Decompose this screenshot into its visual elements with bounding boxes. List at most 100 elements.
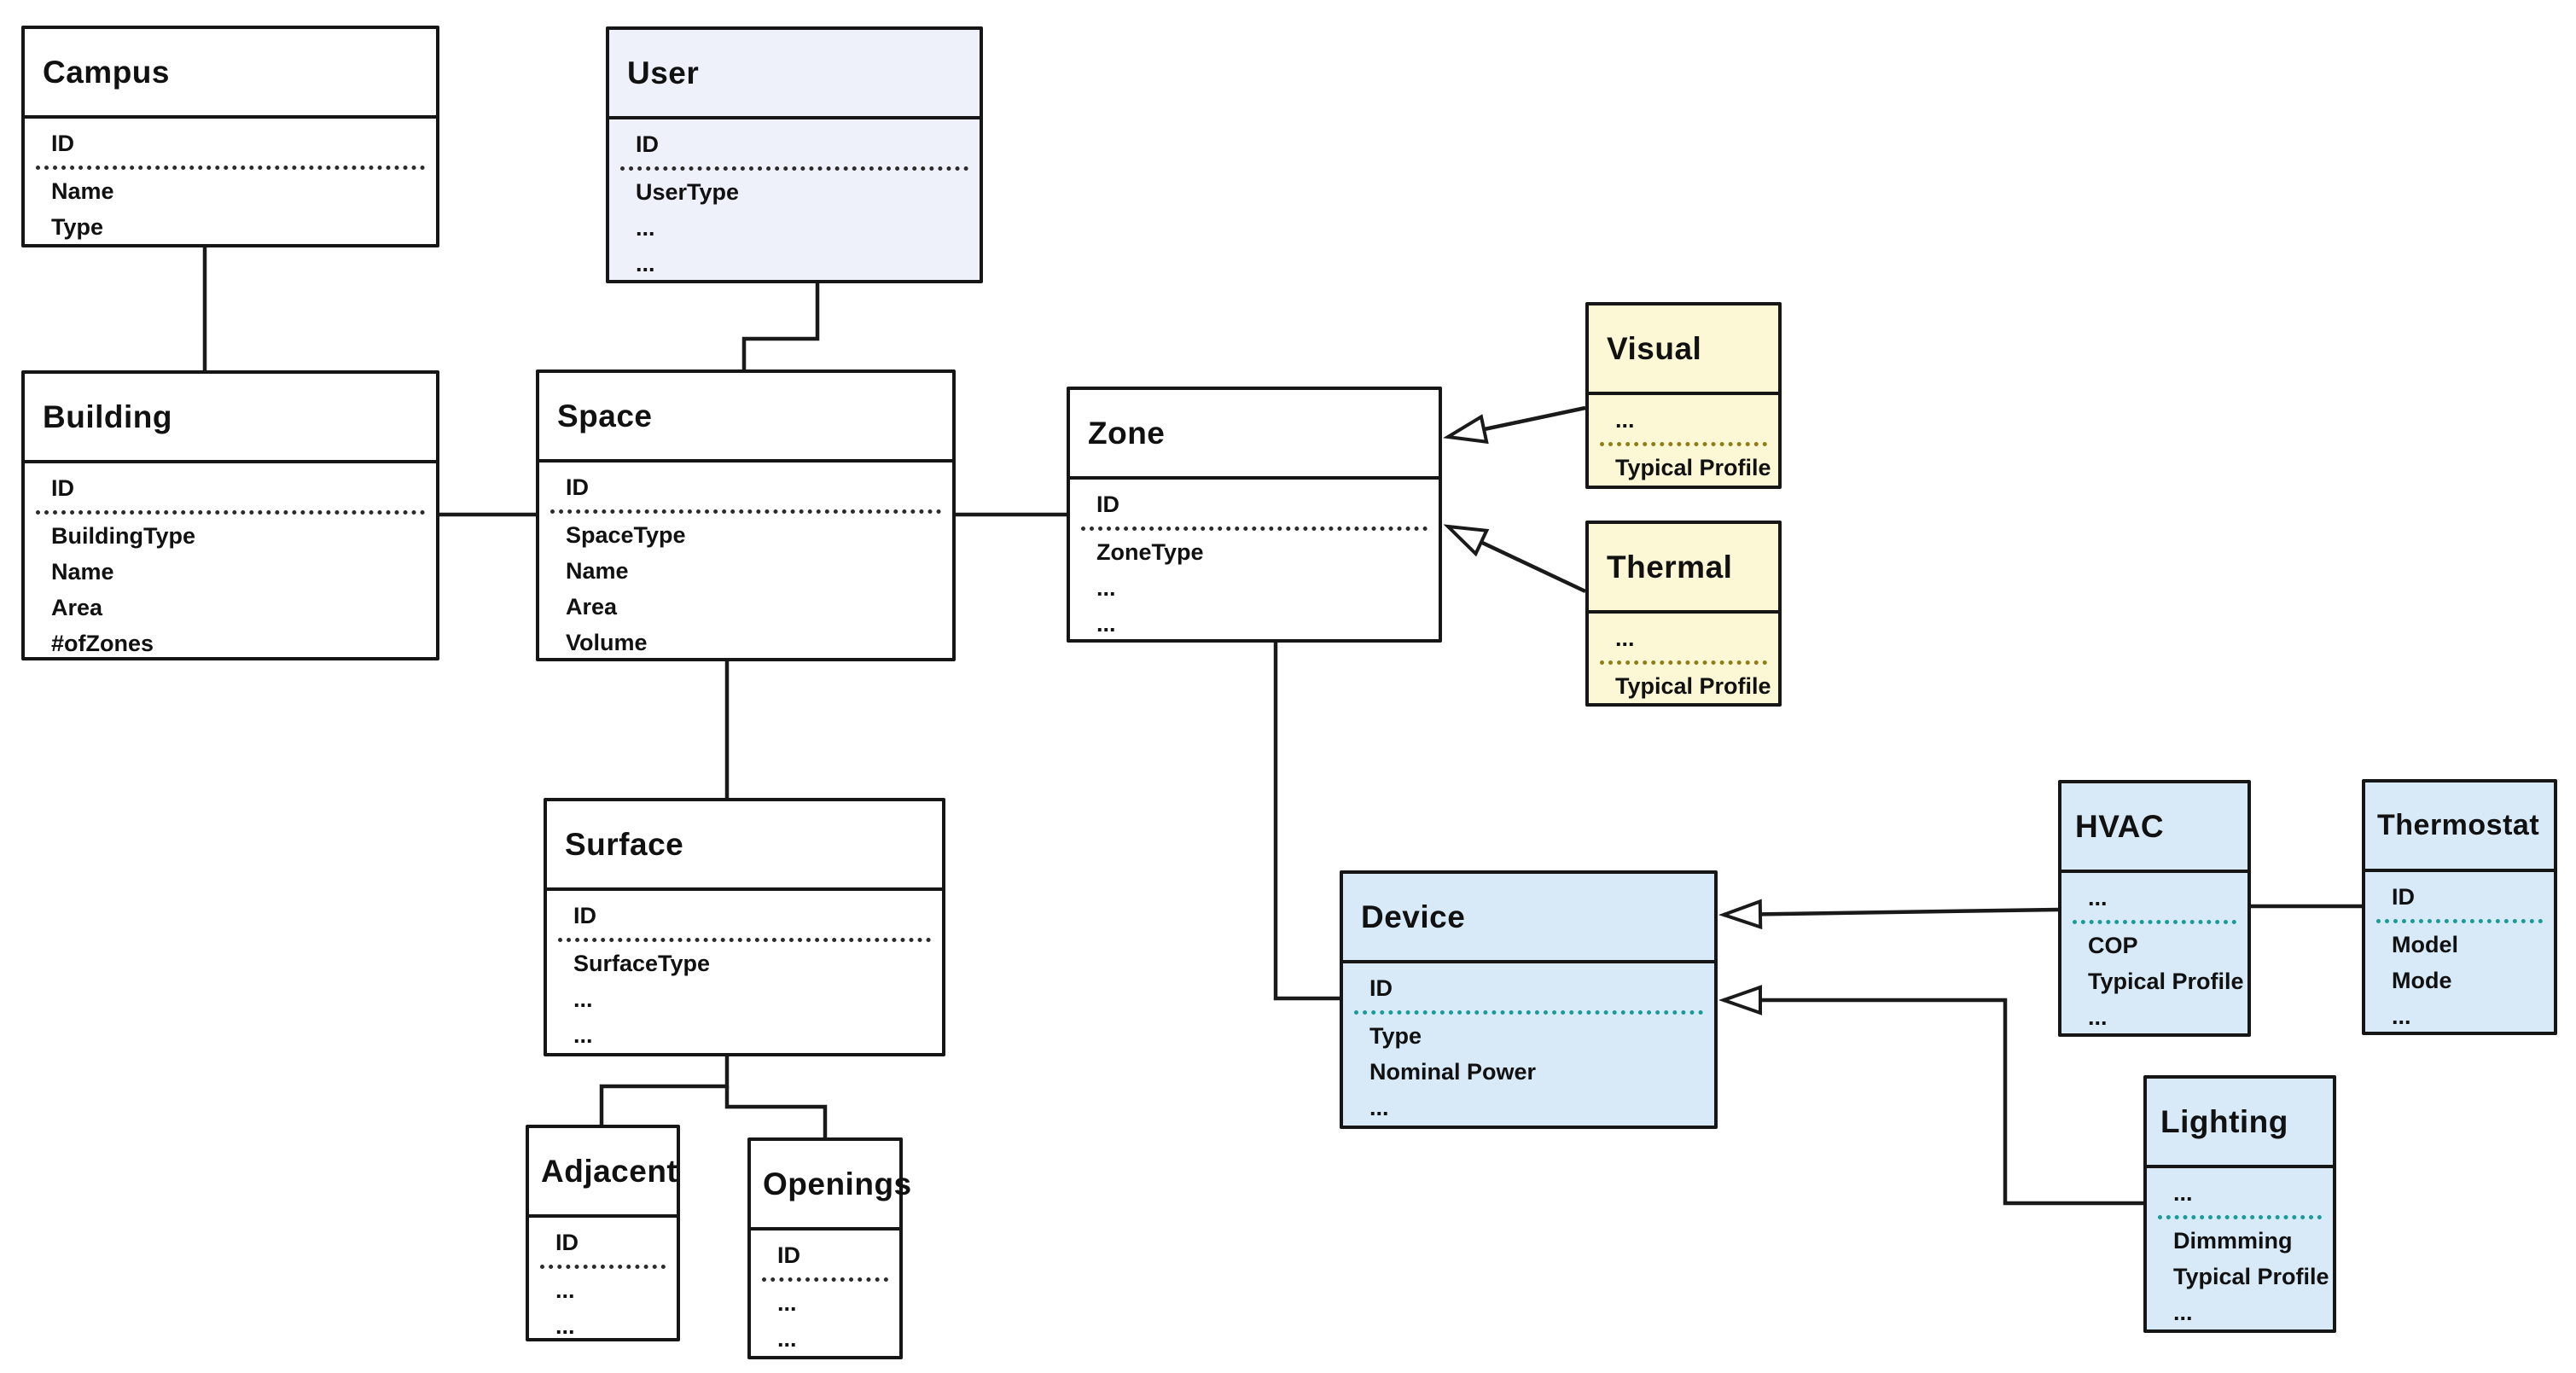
entity-visual-attributes: ... Typical Profile <box>1589 395 1778 486</box>
attr-id: ID <box>51 131 74 156</box>
attr-row: ... <box>1369 1095 1389 1120</box>
entity-building: Building ID BuildingType Name Area #ofZo… <box>21 370 439 660</box>
attr-ellipsis: ... <box>2173 1180 2193 1206</box>
attr-separator <box>550 509 941 514</box>
entity-surface-attributes: ID SurfaceType ... ... <box>547 891 942 1053</box>
attr-row: Area <box>51 595 103 620</box>
attr-row: Name <box>566 558 629 584</box>
attr-row: ... <box>573 986 593 1012</box>
attr-id: ID <box>1096 492 1119 517</box>
attr-row: Mode <box>2392 968 2452 993</box>
attr-row: Dimmming <box>2173 1228 2293 1254</box>
attr-id: ID <box>777 1242 800 1268</box>
attr-id: ID <box>1369 975 1393 1001</box>
attr-separator <box>1354 1010 1703 1015</box>
attr-row: SurfaceType <box>573 951 711 976</box>
attr-row: #ofZones <box>51 631 154 656</box>
entity-hvac-title: HVAC <box>2061 783 2247 873</box>
entity-adjacent-title: Adjacent <box>529 1128 677 1218</box>
attr-row: ... <box>2173 1300 2193 1325</box>
attr-separator <box>558 938 931 942</box>
attr-row: Type <box>1369 1023 1422 1049</box>
entity-space: Space ID SpaceType Name Area Volume <box>536 369 956 661</box>
entity-lighting-attributes: ... Dimmming Typical Profile ... <box>2147 1168 2333 1330</box>
entity-hvac-attributes: ... COP Typical Profile ... <box>2061 873 2247 1035</box>
entity-space-title: Space <box>539 373 952 463</box>
attr-row: ... <box>1096 611 1116 637</box>
attr-row: Model <box>2392 932 2458 957</box>
entity-campus: Campus ID Name Type <box>21 26 439 247</box>
entity-thermal: Thermal ... Typical Profile <box>1585 521 1782 707</box>
attr-row: BuildingType <box>51 523 195 549</box>
attr-row: Typical Profile <box>1615 673 1771 699</box>
attr-row: Name <box>51 178 114 204</box>
entity-thermal-title: Thermal <box>1589 524 1778 614</box>
entity-hvac: HVAC ... COP Typical Profile ... <box>2058 780 2251 1037</box>
attr-id: ID <box>2392 884 2415 910</box>
attr-separator <box>2376 919 2543 923</box>
entity-thermostat-title: Thermostat <box>2365 782 2554 872</box>
edge-surface-adjacent <box>599 1056 730 1125</box>
entity-openings-attributes: ID ... ... <box>751 1230 899 1357</box>
entity-device: Device ID Type Nominal Power ... <box>1340 870 1718 1129</box>
entity-space-attributes: ID SpaceType Name Area Volume <box>539 463 952 660</box>
entity-campus-attributes: ID Name Type <box>25 119 436 245</box>
entity-building-attributes: ID BuildingType Name Area #ofZones <box>25 463 436 661</box>
entity-user-attributes: ID UserType ... ... <box>609 119 980 282</box>
attr-row: ... <box>2088 1004 2108 1030</box>
attr-row: Typical Profile <box>1615 455 1771 480</box>
edge-thermal-zone-generalization <box>1443 524 1586 594</box>
edge-zone-device <box>1273 643 1340 1001</box>
attr-row: ... <box>573 1022 593 1048</box>
edge-user-space <box>741 283 820 369</box>
attr-row: ... <box>777 1326 797 1352</box>
entity-zone-attributes: ID ZoneType ... ... <box>1070 480 1439 642</box>
edge-surface-openings <box>724 1086 828 1137</box>
edge-lighting-device-generalization <box>1718 985 2143 1206</box>
attr-id: ID <box>555 1230 579 1255</box>
attr-separator <box>1081 527 1428 531</box>
entity-lighting: Lighting ... Dimmming Typical Profile ..… <box>2143 1075 2336 1333</box>
entity-visual-title: Visual <box>1589 305 1778 395</box>
attr-row: Nominal Power <box>1369 1059 1537 1085</box>
entity-device-attributes: ID Type Nominal Power ... <box>1343 963 1714 1126</box>
entity-thermostat-attributes: ID Model Mode ... <box>2365 872 2554 1034</box>
attr-id: ID <box>636 131 659 157</box>
attr-row: ... <box>777 1290 797 1316</box>
attr-row: Typical Profile <box>2088 969 2244 994</box>
entity-thermostat: Thermostat ID Model Mode ... <box>2362 779 2557 1035</box>
entity-surface-title: Surface <box>547 801 942 891</box>
entity-visual: Visual ... Typical Profile <box>1585 302 1782 489</box>
attr-separator <box>620 166 968 171</box>
attr-ellipsis: ... <box>1615 407 1635 433</box>
attr-separator <box>1600 660 1767 665</box>
attr-row: ... <box>555 1277 575 1303</box>
attr-separator <box>762 1277 888 1282</box>
entity-surface: Surface ID SurfaceType ... ... <box>544 798 945 1056</box>
entity-openings-title: Openings <box>751 1141 911 1230</box>
entity-user: User ID UserType ... ... <box>606 26 983 283</box>
attr-row: Typical Profile <box>2173 1264 2329 1289</box>
entity-thermal-attributes: ... Typical Profile <box>1589 614 1778 704</box>
attr-separator <box>1600 442 1767 446</box>
edge-visual-zone-generalization <box>1443 405 1586 445</box>
edge-hvac-device-generalization <box>1718 899 2059 930</box>
attr-separator <box>540 1265 666 1269</box>
entity-adjacent: Adjacent ID ... ... <box>526 1125 680 1341</box>
attr-row: SpaceType <box>566 522 686 548</box>
attr-separator <box>36 510 425 515</box>
attr-row: Type <box>51 214 104 240</box>
entity-building-title: Building <box>25 374 436 463</box>
attr-row: ZoneType <box>1096 539 1204 565</box>
entity-zone-title: Zone <box>1070 390 1439 480</box>
entity-lighting-title: Lighting <box>2147 1079 2333 1168</box>
attr-separator <box>2073 920 2236 924</box>
attr-id: ID <box>573 903 596 928</box>
attr-row: Name <box>51 559 114 585</box>
attr-ellipsis: ... <box>2088 885 2108 910</box>
entity-zone: Zone ID ZoneType ... ... <box>1067 387 1442 643</box>
attr-row: ... <box>2392 1004 2411 1029</box>
attr-id: ID <box>566 474 589 500</box>
